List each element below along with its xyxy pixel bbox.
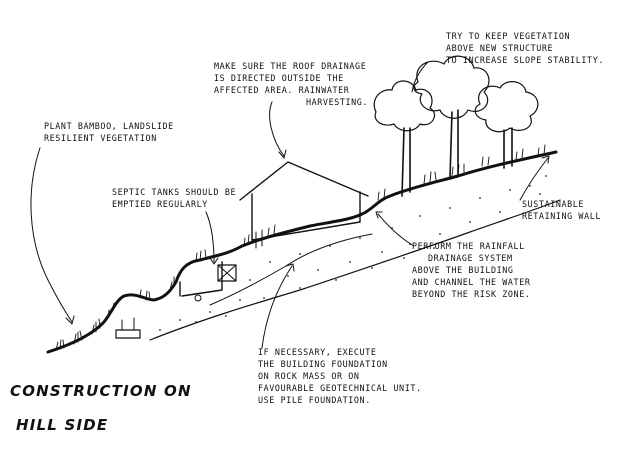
leader-vegetation (411, 61, 429, 93)
note-line: ABOVE THE BUILDING (412, 265, 514, 275)
note-line: HARVESTING. (306, 97, 369, 107)
arrow-roof (278, 149, 287, 159)
note-line: RESILIENT VEGETATION (44, 133, 157, 143)
arrow-foundation (285, 263, 295, 272)
note-bamboo: PLANT BAMBOO, LANDSLIDE RESILIENT VEGETA… (44, 120, 174, 144)
slope-base-line (149, 199, 561, 341)
leader-roof (269, 101, 285, 157)
note-line: EMPTIED REGULARLY (112, 199, 208, 209)
soil-stipple (159, 175, 547, 331)
note-line: SUSTAINABLE (522, 199, 585, 209)
leader-bamboo (30, 147, 73, 323)
leader-foundation (261, 265, 293, 349)
note-line: USE PILE FOUNDATION. (258, 395, 371, 405)
note-line: PLANT BAMBOO, LANDSLIDE (44, 121, 174, 131)
slope-base-line-2 (209, 233, 373, 306)
note-line: BEYOND THE RISK ZONE. (412, 289, 531, 299)
note-line: TO INCREASE SLOPE STABILITY. (446, 55, 604, 65)
note-foundation: IF NECESSARY, EXECUTE THE BUILDING FOUND… (258, 346, 422, 406)
note-line: THE BUILDING FOUNDATION (258, 359, 388, 369)
arrow-bamboo (65, 315, 75, 325)
ground-surface-line (46, 150, 558, 354)
note-line: PERFORM THE RAINFALL (412, 241, 525, 251)
note-line: TRY TO KEEP VEGETATION (446, 31, 571, 41)
note-vegetation-above: TRY TO KEEP VEGETATION ABOVE NEW STRUCTU… (446, 30, 604, 66)
lower-retaining-block (115, 317, 141, 339)
leader-lines (30, 61, 550, 349)
note-line: RETAINING WALL (522, 211, 601, 221)
leader-rainfall (377, 213, 415, 247)
tree-middle (413, 55, 490, 179)
arrow-rainfall (375, 211, 383, 219)
leader-septic (205, 211, 215, 263)
house-pillars (255, 229, 263, 249)
arrow-retaining (541, 155, 550, 164)
note-line: DRAINAGE SYSTEM (428, 253, 513, 263)
note-line: ON ROCK MASS OR ON (258, 371, 360, 381)
leader-retaining (519, 157, 549, 201)
note-line: FAVOURABLE GEOTECHNICAL UNIT. (258, 383, 422, 393)
note-roof-drainage: MAKE SURE THE ROOF DRAINAGE IS DIRECTED … (214, 60, 368, 108)
note-retaining-wall: SUSTAINABLE RETAINING WALL (522, 198, 601, 222)
tree-right (474, 81, 539, 169)
note-septic: SEPTIC TANKS SHOULD BE EMPTIED REGULARLY (112, 186, 236, 210)
note-line: IS DIRECTED OUTSIDE THE (214, 73, 344, 83)
note-rainfall-drainage: PERFORM THE RAINFALL DRAINAGE SYSTEM ABO… (412, 240, 531, 300)
note-line: MAKE SURE THE ROOF DRAINAGE (214, 61, 367, 71)
tree-left (373, 80, 435, 197)
diagram-title-line-2: HILL SIDE (16, 416, 109, 434)
note-line: ABOVE NEW STRUCTURE (446, 43, 554, 53)
septic-pipe (194, 294, 202, 302)
note-line: SEPTIC TANKS SHOULD BE (112, 187, 237, 197)
terrace-cut (179, 261, 223, 297)
diagram-title-line-1: CONSTRUCTION ON (10, 382, 192, 400)
note-line: IF NECESSARY, EXECUTE (258, 347, 377, 357)
house (239, 161, 369, 249)
septic-tank (217, 264, 237, 282)
note-line: AFFECTED AREA. RAINWATER (214, 85, 350, 95)
arrow-septic (209, 257, 219, 265)
note-line: AND CHANNEL THE WATER (412, 277, 531, 287)
house-roof (239, 161, 369, 201)
house-walls (251, 191, 361, 241)
